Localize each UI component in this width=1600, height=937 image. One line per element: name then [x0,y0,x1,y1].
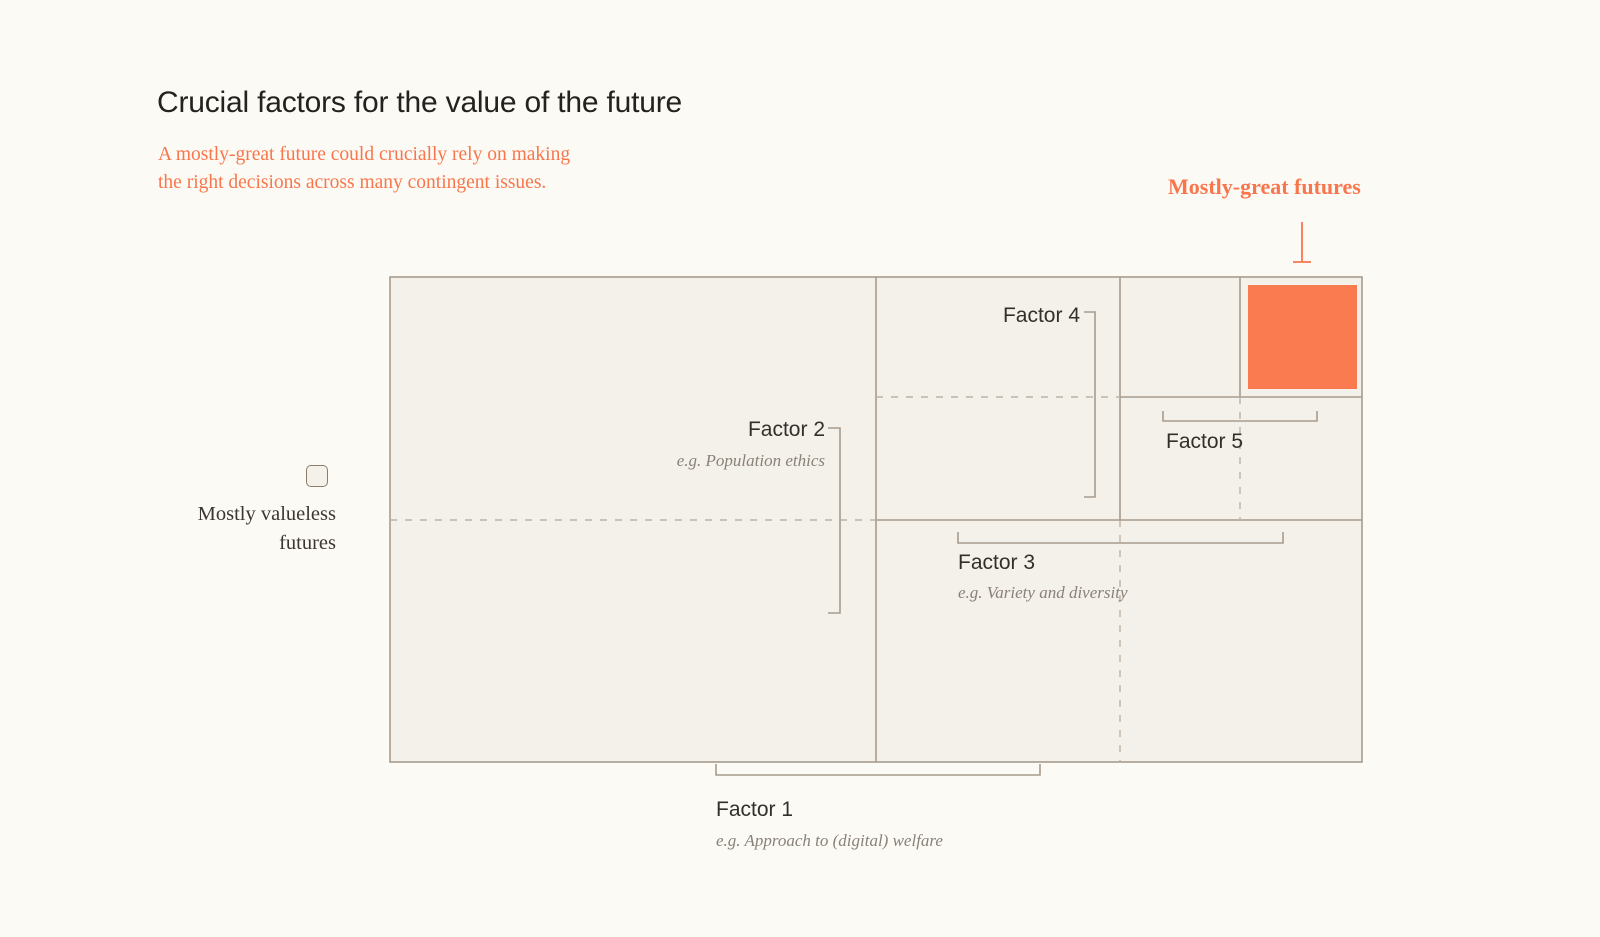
factor-3-label: Factor 3 [958,551,1036,574]
factor-2-bracket [828,427,841,614]
factor-5-label: Factor 5 [1166,430,1244,453]
factor-4-bracket [1084,311,1096,498]
factor-3-example: e.g. Variety and diversity [958,583,1128,602]
page-subtitle: A mostly-great future could crucially re… [158,144,571,193]
page-title: Crucial factors for the value of the fut… [157,86,682,119]
factor-2-example: e.g. Population ethics [676,451,825,470]
legend-mostly-valueless-label: Mostly valueless futures [197,503,336,554]
factor-1-example: e.g. Approach to (digital) welfare [716,831,943,850]
factor-3-bracket [957,532,1284,544]
legend-valueless-swatch [306,465,328,487]
factor-4-label: Factor 4 [1002,304,1080,327]
factor-2-label: Factor 2 [747,418,825,441]
legend-mostly-great-label: Mostly-great futures [1168,174,1361,199]
factor-1-bracket [715,764,1041,776]
factor-5-bracket [1162,411,1318,422]
mostly-great-futures-cell [1248,285,1357,389]
factor-1-label: Factor 1 [716,798,794,821]
